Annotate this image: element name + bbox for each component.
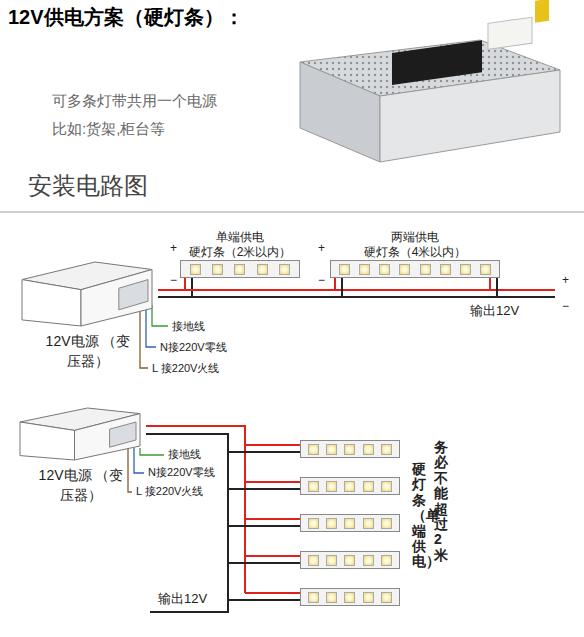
led-chip — [344, 481, 355, 492]
power-label: 12V电源 （变压器） — [39, 466, 124, 505]
strip-body — [330, 260, 500, 278]
led-chip — [363, 444, 374, 455]
diagram-label: 安装电路图 — [28, 172, 148, 200]
diagram-label: − — [318, 274, 325, 288]
led-chip — [420, 264, 431, 275]
led-chip — [326, 555, 337, 566]
transformer-box — [16, 404, 146, 464]
bottom-wires — [128, 426, 300, 612]
led-strip: 单端供电硬灯条（2米以内） — [180, 230, 300, 278]
led-chip — [399, 264, 410, 275]
led-chip — [326, 518, 337, 529]
led-strip-plain — [300, 551, 400, 569]
top-wires — [140, 278, 555, 368]
diagram-label: 输出12V — [158, 592, 207, 607]
led-chip — [308, 555, 319, 566]
led-chip — [257, 264, 268, 275]
led-strip-plain — [300, 514, 400, 532]
led-chip — [326, 592, 337, 603]
led-chip — [344, 518, 355, 529]
led-chip — [363, 592, 374, 603]
diagram-label: − — [562, 300, 569, 314]
positive-wire — [158, 278, 335, 290]
led-chip — [381, 592, 392, 603]
led-chip — [308, 592, 319, 603]
strip-label: 两端供电 — [330, 230, 500, 245]
led-chip — [308, 518, 319, 529]
led-chip — [308, 444, 319, 455]
diagram-label: N接220V零线 — [148, 466, 215, 479]
strip-label: 单端供电 — [180, 230, 300, 245]
vertical-note: 务必不能超过2米 — [434, 440, 448, 563]
diagram-label: 接地线 — [168, 448, 201, 461]
led-chip — [381, 555, 392, 566]
diagram-label: + — [318, 242, 325, 256]
led-chip — [381, 518, 392, 529]
led-chip — [279, 264, 290, 275]
power-supply-photo — [300, 0, 560, 162]
page-title: 12V供电方案（硬灯条）： — [8, 6, 244, 29]
led-chip — [326, 481, 337, 492]
led-strip-plain — [300, 440, 400, 458]
led-chip — [344, 444, 355, 455]
led-strip-plain — [300, 588, 400, 606]
strip-body — [180, 260, 300, 278]
led-chip — [379, 264, 390, 275]
led-chip — [339, 264, 350, 275]
transformer-box — [18, 258, 158, 330]
led-chip — [308, 481, 319, 492]
power-supply: 12V电源 （变压器） — [16, 404, 146, 505]
strip-label: 硬灯条（2米以内） — [180, 245, 300, 260]
diagram-label: 可多条灯带共用一个电源 — [52, 92, 217, 109]
diagram-label: L 接220V火线 — [152, 362, 219, 375]
led-chip — [212, 264, 223, 275]
diagram-label: − — [170, 274, 177, 288]
diagram-label: + — [170, 242, 177, 256]
led-chip — [344, 592, 355, 603]
strip-label: 硬灯条（4米以内） — [330, 245, 500, 260]
diagram-label: + — [562, 274, 569, 288]
led-chip — [460, 264, 471, 275]
led-chip — [190, 264, 201, 275]
separator-line — [0, 211, 584, 213]
diagram-label: 比如:货架,柜台等 — [52, 120, 165, 137]
led-chip — [234, 264, 245, 275]
led-chip — [363, 481, 374, 492]
led-chip — [381, 481, 392, 492]
diagram-label: 输出12V — [470, 304, 519, 319]
diagram-label: L 接220V火线 — [136, 485, 203, 498]
led-chip — [326, 444, 337, 455]
led-strip-plain — [300, 477, 400, 495]
led-chip — [381, 444, 392, 455]
led-chip — [440, 264, 451, 275]
diagram-label: 接地线 — [172, 320, 205, 333]
vertical-note: 硬灯条（单端供电） — [412, 462, 426, 570]
led-chip — [480, 264, 491, 275]
led-chip — [363, 518, 374, 529]
diagram-label: N接220V零线 — [160, 341, 227, 354]
led-chip — [344, 555, 355, 566]
power-supply: 12V电源 （变压器） — [18, 258, 158, 371]
led-chip — [363, 555, 374, 566]
power-label: 12V电源 （变压器） — [46, 332, 131, 371]
led-strip: 两端供电硬灯条（4米以内） — [330, 230, 500, 278]
led-chip — [359, 264, 370, 275]
